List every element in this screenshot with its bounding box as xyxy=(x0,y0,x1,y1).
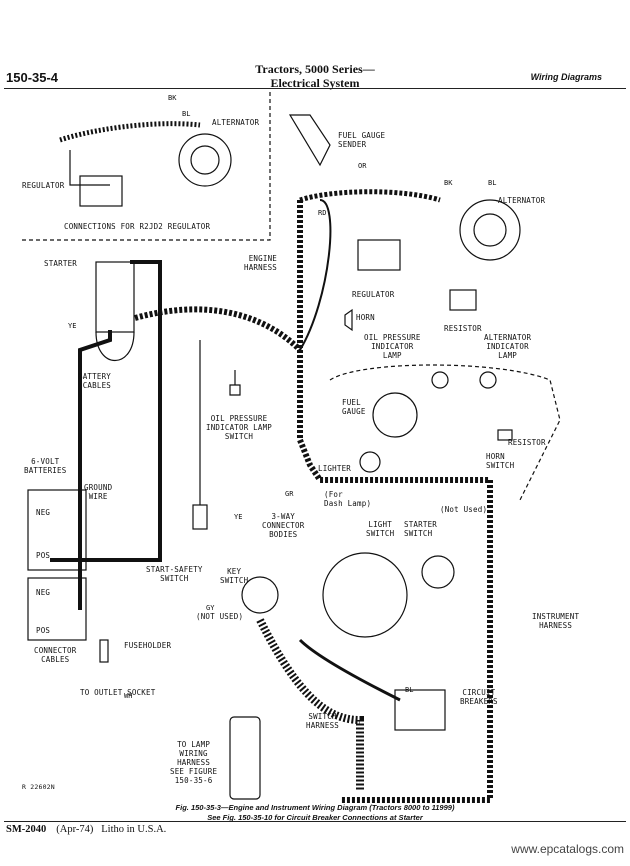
alternator-indicator-lamp-label: ALTERNATOR INDICATOR LAMP xyxy=(484,333,532,360)
start-safety-switch-label: START-SAFETY SWITCH xyxy=(146,565,203,583)
wire-ye: YE xyxy=(68,322,76,330)
not-used-9-label: (NOT USED) xyxy=(196,612,244,621)
resistor-2-label: RESISTOR xyxy=(508,438,546,447)
wire-gr: GR xyxy=(285,490,294,498)
wire-ye-2: YE xyxy=(234,513,242,521)
instrument-harness-label: INSTRUMENT HARNESS xyxy=(532,612,580,630)
page-title: Tractors, 5000 Series— Electrical System xyxy=(0,62,630,90)
header-rule xyxy=(4,88,626,89)
regulator-label: REGULATOR xyxy=(352,290,395,299)
wire-bl-3: BL xyxy=(405,686,413,694)
title-line-1: Tractors, 5000 Series— xyxy=(255,62,375,76)
neg-label-1: NEG xyxy=(36,508,51,517)
wire-wh: WH xyxy=(124,692,132,700)
title-line-2: Electrical System xyxy=(270,76,360,90)
pos-label-1: POS xyxy=(36,551,51,560)
horn-switch-label: HORN SWITCH xyxy=(486,452,515,470)
oil-pressure-indicator-lamp-label: OIL PRESSURE INDICATOR LAMP xyxy=(364,333,421,360)
figure-caption: Fig. 150-35-3—Engine and Instrument Wiri… xyxy=(0,803,630,823)
circuit-breakers-label: CIRCUIT BREAKERS xyxy=(460,688,498,706)
footer-rule xyxy=(4,821,626,822)
connector-cables-label: CONNECTOR CABLES xyxy=(34,646,77,664)
section-title: Wiring Diagrams xyxy=(530,72,602,82)
alternator-label: ALTERNATOR xyxy=(498,196,546,205)
page-number: 150-35-4 xyxy=(6,70,59,85)
wire-bl-2: BL xyxy=(488,179,496,187)
wire-rd: RD xyxy=(318,209,326,217)
caption-line-1: Fig. 150-35-3—Engine and Instrument Wiri… xyxy=(175,803,455,812)
lighter-label: LIGHTER xyxy=(318,464,352,473)
caption-line-2: See Fig. 150-35-10 for Circuit Breaker C… xyxy=(207,813,423,822)
not-used-15-label: (Not Used) xyxy=(440,505,488,514)
wire-bk-1: BK xyxy=(168,94,177,102)
ground-wire-label: GROUND WIRE xyxy=(84,483,113,501)
lamp-harness-label: TO LAMP WIRING HARNESS SEE FIGURE 150-35… xyxy=(170,740,218,785)
wire-bk-2: BK xyxy=(444,179,453,187)
engine-harness-label: ENGINE HARNESS xyxy=(244,254,278,272)
battery-cables-label: BATTERY CABLES xyxy=(78,372,112,390)
batteries-label: 6-VOLT BATTERIES xyxy=(24,457,67,475)
inset-regulator-label: REGULATOR xyxy=(22,181,65,190)
fuel-gauge-label: FUEL GAUGE xyxy=(342,398,366,416)
fuel-gauge-sender-label: FUEL GAUGE SENDER xyxy=(338,131,386,149)
part-number: R 22602N xyxy=(22,783,55,791)
pos-label-2: POS xyxy=(36,626,51,635)
litho-note: Litho in U.S.A. xyxy=(101,824,167,835)
wire-or: OR xyxy=(358,162,367,170)
oil-pressure-switch-label: OIL PRESSURE INDICATOR LAMP SWITCH xyxy=(206,414,273,441)
fuseholder-label: FUSEHOLDER xyxy=(124,641,172,650)
manual-number: SM-2040 xyxy=(6,824,47,835)
wire-gy: GY xyxy=(206,604,215,612)
wire-bl-1: BL xyxy=(182,110,190,118)
light-switch-label: LIGHT SWITCH xyxy=(366,520,395,538)
outlet-socket-label: TO OUTLET SOCKET xyxy=(80,688,156,697)
dash-lamp-label: (For Dash Lamp) xyxy=(324,490,372,508)
three-way-connector-label: 3-WAY CONNECTOR BODIES xyxy=(262,512,305,539)
switch-harness-label: SWITCH HARNESS xyxy=(306,712,340,730)
footer: SM-2040 (Apr-74) Litho in U.S.A. xyxy=(6,824,166,835)
watermark-url: www.epcatalogs.com xyxy=(511,842,624,856)
starter-label: STARTER xyxy=(44,259,78,268)
resistor-label: RESISTOR xyxy=(444,324,482,333)
inset-alternator-label: ALTERNATOR xyxy=(212,118,260,127)
inset-caption: CONNECTIONS FOR R2JD2 REGULATOR xyxy=(64,222,211,231)
manual-date: (Apr-74) xyxy=(56,824,94,835)
neg-label-2: NEG xyxy=(36,588,51,597)
key-switch-label: KEY SWITCH xyxy=(220,567,249,585)
horn-label: HORN xyxy=(356,313,375,322)
starter-switch-label: STARTER SWITCH xyxy=(404,520,438,538)
